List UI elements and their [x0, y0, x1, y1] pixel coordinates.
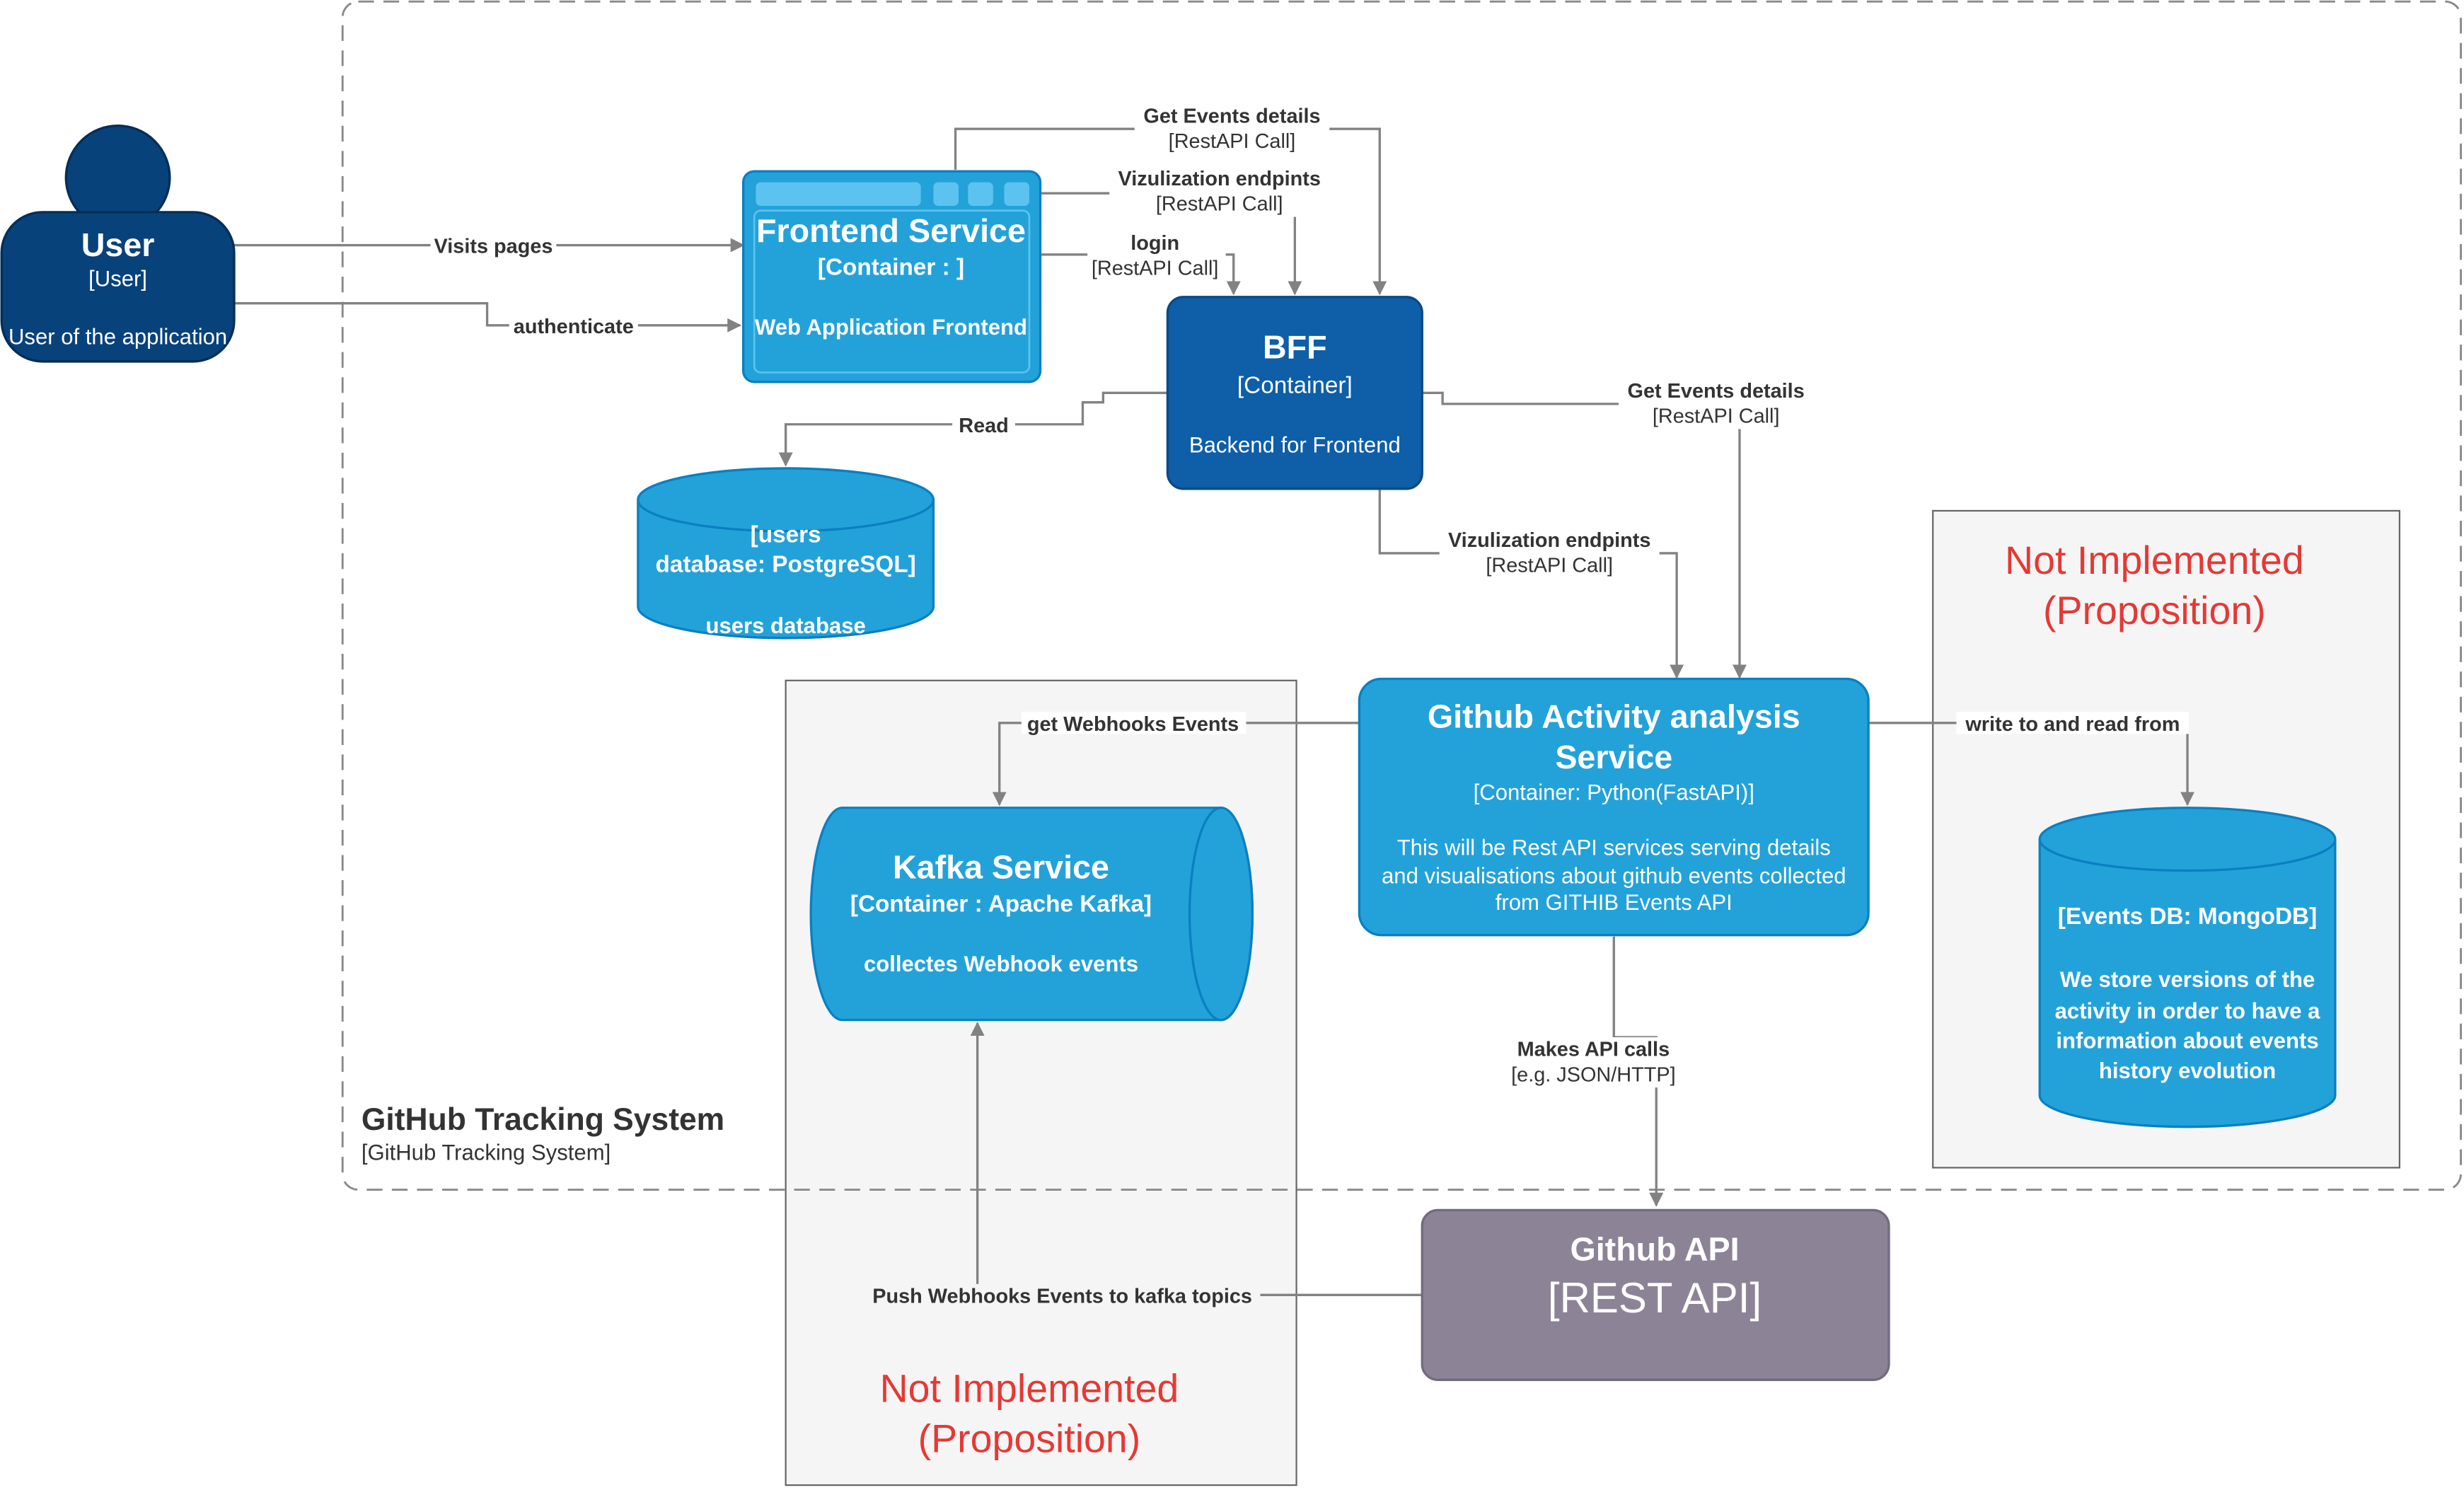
bff-title: BFF	[1263, 328, 1327, 365]
edge-bff-viz[interactable]	[1378, 488, 1684, 679]
events-db-desc-line2: activity in order to have a	[2055, 998, 2321, 1023]
user-title: User	[81, 226, 155, 263]
edge-label: Makes API calls	[1517, 1039, 1670, 1061]
edge-tech: [RestAPI Call]	[1486, 555, 1613, 577]
gaas-desc-line3: from GITHIB Events API	[1496, 890, 1733, 915]
users-database-node[interactable]: [users database: PostgreSQL] users datab…	[637, 467, 935, 640]
edge-bff-get-events[interactable]	[1422, 391, 1747, 679]
edge-label: Vizulization endpints	[1448, 529, 1650, 552]
edge-label: Vizulization endpints	[1118, 168, 1320, 190]
system-boundary: GitHub Tracking System [GitHub Tracking …	[341, 0, 2462, 1191]
kafka-title: Kafka Service	[893, 849, 1109, 886]
gaas-title-line2: Service	[1555, 739, 1672, 775]
edge-label: Read	[959, 415, 1009, 437]
events-database-node[interactable]: [Events DB: MongoDB] We store versions o…	[2038, 807, 2337, 1128]
user-type: [User]	[88, 266, 147, 291]
users-db-line2: database: PostgreSQL]	[656, 552, 916, 578]
boundary-subtitle: [GitHub Tracking System]	[361, 1140, 611, 1165]
events-db-desc-line3: information about events	[2056, 1029, 2318, 1053]
edge-tech: [RestAPI Call]	[1169, 130, 1296, 153]
gaas-title-line1: Github Activity analysis	[1428, 698, 1800, 734]
edge-label: login	[1130, 232, 1179, 255]
edge-tech: [RestAPI Call]	[1653, 405, 1780, 428]
events-db-type: [Events DB: MongoDB]	[2058, 903, 2317, 930]
gaas-desc-line2: and visualisations about github events c…	[1382, 863, 1846, 888]
users-db-line1: [users	[751, 521, 821, 548]
proposition-label-line2: (Proposition)	[918, 1416, 1141, 1460]
edge-label: get Webhooks Events	[1027, 713, 1239, 736]
edge-label: Visits pages	[434, 236, 553, 258]
github-api-node[interactable]: Github API [REST API]	[1421, 1208, 1890, 1381]
gaas-desc-line1: This will be Rest API services serving d…	[1397, 835, 1831, 860]
kafka-service-node[interactable]: Kafka Service [Container : Apache Kafka]…	[809, 807, 1254, 1022]
edge-label: Push Webhooks Events to kafka topics	[872, 1285, 1252, 1307]
user-person[interactable]: User [User] User of the application	[0, 125, 236, 363]
queue-cylinder-icon	[809, 807, 1254, 1022]
edge-label: authenticate	[514, 316, 634, 338]
edge-bff-read[interactable]	[778, 391, 1168, 467]
kafka-desc: collectes Webhook events	[864, 952, 1138, 976]
users-db-desc: users database	[705, 613, 865, 638]
proposition-label-line1: Not Implemented	[2005, 538, 2304, 582]
bff-type: [Container]	[1237, 372, 1353, 398]
github-api-type: [REST API]	[1548, 1274, 1762, 1322]
bff-node[interactable]: BFF [Container] Backend for Frontend	[1166, 296, 1423, 490]
browser-window-icon	[753, 182, 1031, 374]
bff-desc: Backend for Frontend	[1189, 433, 1401, 458]
events-db-desc-line4: history evolution	[2099, 1058, 2276, 1083]
github-api-title: Github API	[1570, 1230, 1739, 1267]
boundary-title: GitHub Tracking System	[361, 1102, 724, 1137]
proposition-label-line2: (Proposition)	[2043, 589, 2266, 633]
edge-labels: Visits pages authenticate Get Events det…	[430, 103, 2190, 1307]
database-cylinder-icon	[637, 467, 935, 640]
github-activity-service-node[interactable]: Github Activity analysis Service [Contai…	[1358, 677, 1870, 937]
proposition-area-left: Not Implemented (Proposition)	[785, 679, 1297, 1486]
kafka-type: [Container : Apache Kafka]	[850, 891, 1152, 917]
frontend-type: [Container : ]	[818, 255, 964, 281]
frontend-title: Frontend Service	[756, 212, 1026, 249]
edge-tech: [RestAPI Call]	[1156, 193, 1283, 216]
proposition-label-line1: Not Implemented	[880, 1366, 1179, 1410]
frontend-service-node[interactable]: Frontend Service [Container : ] Web Appl…	[742, 170, 1042, 383]
edge-tech: [e.g. JSON/HTTP]	[1511, 1063, 1676, 1086]
edge-tech: [RestAPI Call]	[1092, 258, 1219, 280]
edge-label: Get Events details	[1143, 105, 1320, 127]
edge-label: write to and read from	[1965, 713, 2180, 736]
gaas-type: [Container: Python(FastAPI)]	[1474, 780, 1754, 805]
edge-label: Get Events details	[1628, 380, 1805, 403]
edge-authenticate[interactable]	[233, 302, 742, 333]
user-desc: User of the application	[8, 324, 227, 349]
events-db-desc-line1: We store versions of the	[2060, 967, 2315, 992]
database-cylinder-icon	[2038, 807, 2337, 1128]
frontend-desc: Web Application Frontend	[755, 315, 1027, 340]
